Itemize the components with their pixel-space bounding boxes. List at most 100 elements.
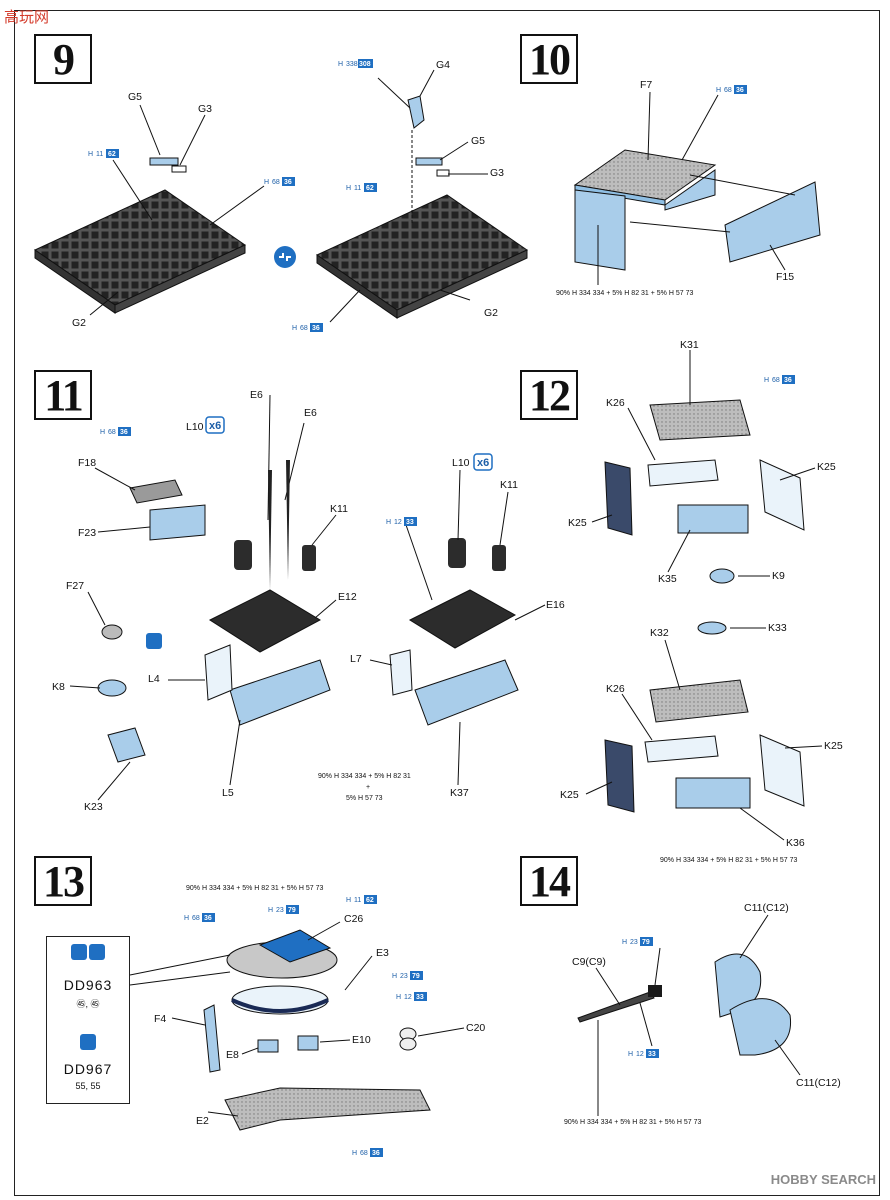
f4-part — [203, 1004, 221, 1073]
k11-part — [302, 545, 316, 571]
label-k11b: K11 — [500, 479, 518, 491]
svg-text:68: 68 — [772, 377, 780, 384]
svg-text:H: H — [88, 151, 93, 158]
k25-left — [604, 461, 633, 536]
mix-s11c: 5% H 57 73 — [346, 795, 383, 802]
label-k23: K23 — [84, 801, 103, 813]
svg-text:H: H — [346, 897, 351, 904]
svg-text:H: H — [716, 87, 721, 94]
svg-text:62: 62 — [108, 151, 116, 158]
label-k11: K11 — [330, 503, 348, 515]
svg-text:62: 62 — [366, 897, 374, 904]
f18-part — [129, 479, 183, 504]
label-l4: L4 — [148, 673, 160, 685]
e16-part — [408, 589, 517, 649]
ship-nums-2: 55, 55 — [75, 1081, 101, 1091]
mix-s10: 90% H 334 334 + 5% H 82 31 + 5% H 57 73 — [556, 290, 693, 297]
svg-text:H: H — [346, 185, 351, 192]
k31-part — [649, 399, 751, 441]
label-e10: E10 — [352, 1034, 371, 1046]
watermark-left: 高玩网 — [4, 8, 49, 26]
label-e2: E2 — [196, 1115, 209, 1127]
step-13-diagram: C26 E3 F4 E8 E10 C20 E2 90% H 334 334 + … — [129, 885, 485, 1157]
svg-text:H: H — [764, 377, 769, 384]
svg-text:308: 308 — [359, 61, 371, 68]
ship-code-2: DD967 — [63, 1061, 113, 1077]
f23-part — [149, 504, 206, 541]
label-e6b: E6 — [304, 407, 317, 419]
step-number-9: 9 — [34, 34, 92, 84]
label-e3: E3 — [376, 947, 389, 959]
ship-nums-1: ㊺, ㊺ — [76, 999, 100, 1009]
mix-s11b: + — [366, 784, 370, 791]
k23-part — [107, 727, 146, 763]
decal-icon — [80, 1033, 96, 1050]
g4-part — [407, 95, 425, 129]
svg-text:11: 11 — [354, 185, 361, 192]
g2-deck-right — [315, 194, 529, 311]
svg-text:H: H — [392, 973, 397, 980]
label-k25c: K25 — [824, 740, 843, 752]
k25-right — [759, 459, 805, 531]
step-12-diagram: K31 K26 K25 K25 K35 K9 K33 K32 K26 K25 K… — [560, 339, 843, 864]
svg-text:H: H — [628, 1051, 633, 1058]
svg-text:36: 36 — [736, 87, 744, 94]
svg-text:62: 62 — [366, 185, 374, 192]
f27-part — [101, 624, 123, 640]
k8-part — [97, 679, 127, 697]
svg-text:68: 68 — [108, 429, 116, 436]
label-g3: G3 — [198, 103, 212, 115]
label-f23: F23 — [78, 527, 96, 539]
svg-text:H: H — [268, 907, 273, 914]
label-k26b: K26 — [606, 683, 625, 695]
x6-icon — [205, 416, 225, 434]
g5-part — [149, 157, 179, 166]
l10-part — [234, 540, 252, 570]
c9-head — [648, 985, 662, 997]
e6-mast-1 — [268, 470, 272, 590]
ship-code-1: DD963 — [63, 977, 113, 993]
svg-text:33: 33 — [648, 1051, 656, 1058]
e10-part — [297, 1035, 319, 1051]
k9-part — [709, 568, 735, 584]
svg-text:23: 23 — [630, 939, 638, 946]
x6-a: x6 — [209, 420, 221, 432]
l4-part — [204, 644, 233, 701]
mix-s14: 90% H 334 334 + 5% H 82 31 + 5% H 57 73 — [564, 1119, 701, 1126]
label-g4: G4 — [436, 59, 450, 71]
svg-text:68: 68 — [360, 1150, 368, 1157]
label-e12: E12 — [338, 591, 357, 603]
svg-text:68: 68 — [724, 87, 732, 94]
k26-part — [647, 459, 719, 487]
star-icon — [89, 943, 105, 960]
label-c26: C26 — [344, 913, 363, 925]
label-g2b: G2 — [484, 307, 498, 319]
label-k8: K8 — [52, 681, 65, 693]
e8-part — [257, 1039, 279, 1053]
marking-icon — [274, 246, 296, 268]
svg-text:68: 68 — [300, 325, 308, 332]
svg-text:79: 79 — [288, 907, 296, 914]
svg-text:11: 11 — [354, 897, 361, 904]
glue-icon — [146, 633, 162, 649]
svg-text:36: 36 — [312, 325, 320, 332]
label-k26: K26 — [606, 397, 625, 409]
g2-deck-left — [33, 189, 247, 306]
label-f7: F7 — [640, 79, 652, 91]
step-number-11: 11 — [34, 370, 92, 420]
